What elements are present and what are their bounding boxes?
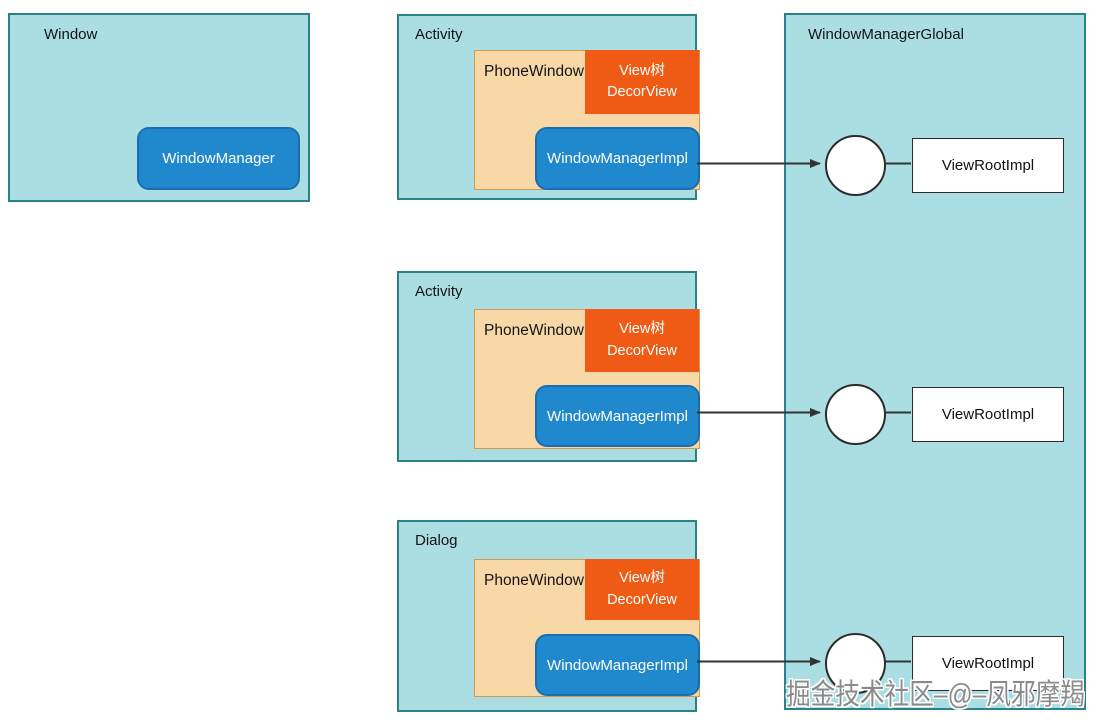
window-manager-box: WindowManager <box>137 127 300 190</box>
dialog-box: Dialog PhoneWindow View树 DecorView Windo… <box>397 520 700 712</box>
window-manager-impl-label: WindowManagerImpl <box>547 656 688 674</box>
decor-view-line2: DecorView <box>607 342 677 359</box>
activity-box-1: Activity PhoneWindow View树 DecorView Win… <box>397 14 700 200</box>
window-manager-impl-box: WindowManagerImpl <box>535 634 700 696</box>
window-manager-global-box: WindowManagerGlobal ViewRootImpl ViewRoo… <box>784 13 1086 710</box>
window-manager-label: WindowManager <box>162 150 275 167</box>
watermark-text: 掘金技术社区–@–凤邪摩羯 <box>786 679 1085 711</box>
decor-view-box: View树 DecorView <box>585 559 699 620</box>
window-manager-impl-label: WindowManagerImpl <box>547 407 688 425</box>
phone-window-label: PhoneWindow <box>484 572 584 589</box>
decor-view-box: View树 DecorView <box>585 309 699 372</box>
connection-circle <box>825 135 886 196</box>
decor-view-line1: View树 <box>619 321 665 338</box>
connection-circle <box>825 633 886 694</box>
window-box: Window WindowManager <box>8 13 310 202</box>
decor-view-line1: View树 <box>619 62 665 79</box>
activity-box-2-title: Activity <box>415 283 463 300</box>
window-manager-impl-box: WindowManagerImpl <box>535 385 700 447</box>
view-root-impl-box: ViewRootImpl <box>912 387 1064 442</box>
view-root-impl-label: ViewRootImpl <box>941 406 1035 423</box>
view-root-impl-box: ViewRootImpl <box>912 636 1064 691</box>
activity-box-1-title: Activity <box>415 26 463 43</box>
view-root-impl-label: ViewRootImpl <box>941 655 1035 672</box>
activity-box-2: Activity PhoneWindow View树 DecorView Win… <box>397 271 700 462</box>
decor-view-line2: DecorView <box>607 84 677 100</box>
phone-window-label: PhoneWindow <box>484 63 584 80</box>
phone-window-label: PhoneWindow <box>484 322 584 339</box>
decor-view-box: View树 DecorView <box>585 50 699 114</box>
dialog-box-title: Dialog <box>415 532 458 549</box>
window-manager-impl-box: WindowManagerImpl <box>535 127 700 190</box>
connection-circle <box>825 384 886 445</box>
decor-view-line1: View树 <box>619 570 665 587</box>
window-manager-impl-label: WindowManagerImpl <box>547 150 688 167</box>
decor-view-line2: DecorView <box>607 591 677 608</box>
window-manager-global-title: WindowManagerGlobal <box>808 26 964 43</box>
view-root-impl-box: ViewRootImpl <box>912 138 1064 193</box>
window-box-title: Window <box>44 26 98 43</box>
view-root-impl-label: ViewRootImpl <box>941 157 1035 174</box>
